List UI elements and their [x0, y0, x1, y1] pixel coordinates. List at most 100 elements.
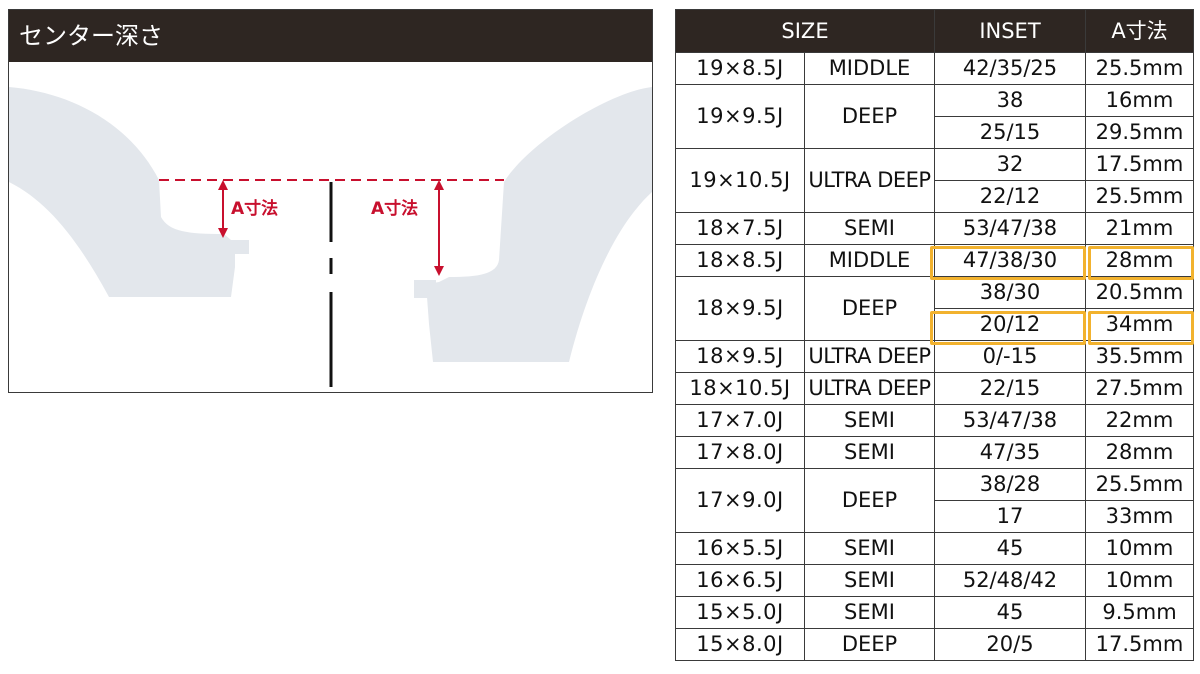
table-row: 18×8.5J MIDDLE 47/38/30 28mm — [675, 244, 1194, 277]
diagram-title: センター深さ — [9, 10, 652, 62]
size-cell: 18×7.5J — [675, 212, 805, 245]
table-row: 17×8.0J SEMI 47/35 28mm — [675, 436, 1194, 469]
a-dimension-cell: 29.5mm — [1085, 116, 1194, 149]
table-row: 17×7.0J SEMI 53/47/38 22mm — [675, 404, 1194, 437]
right-hub-flange — [414, 280, 436, 298]
size-cell: 15×8.0J — [675, 628, 805, 661]
left-wheel-profile — [9, 87, 235, 297]
table-header-row: SIZE INSET A寸法 — [675, 9, 1194, 53]
inset-cell: 53/47/38 — [934, 212, 1086, 245]
a-dimension-cell: 17.5mm — [1085, 148, 1194, 181]
inset-cell: 47/38/30 — [934, 244, 1086, 277]
inset-cell: 22/12 — [934, 180, 1086, 213]
a-dimension-cell: 16mm — [1085, 84, 1194, 117]
inset-cell: 25/15 — [934, 116, 1086, 149]
size-cell: 19×9.5J — [675, 84, 805, 149]
size-cell: 15×5.0J — [675, 596, 805, 629]
header-a-dimension: A寸法 — [1085, 9, 1194, 53]
a-dimension-cell: 28mm — [1085, 436, 1194, 469]
table-row: 15×8.0J DEEP 20/5 17.5mm — [675, 628, 1194, 661]
type-cell: DEEP — [804, 276, 935, 341]
type-cell: SEMI — [804, 404, 935, 437]
inset-cell: 38/30 — [934, 276, 1086, 309]
table-row: 15×5.0J SEMI 45 9.5mm — [675, 596, 1194, 629]
inset-cell: 0/-15 — [934, 340, 1086, 373]
wheel-spec-table: SIZE INSET A寸法 19×8.5J MIDDLE 42/35/25 2… — [675, 9, 1194, 661]
left-hub-flange — [221, 240, 249, 254]
type-cell: SEMI — [804, 212, 935, 245]
type-cell: ULTRA DEEP — [804, 340, 935, 373]
type-cell: MIDDLE — [804, 52, 935, 85]
right-dimension-arrow — [434, 180, 444, 276]
table-row: 16×5.5J SEMI 45 10mm — [675, 532, 1194, 565]
center-depth-diagram: センター深さ A寸法 A寸法 — [8, 9, 653, 393]
inset-cell: 45 — [934, 596, 1086, 629]
inset-cell: 47/35 — [934, 436, 1086, 469]
table-row: 18×9.5J DEEP 38/30 20.5mm — [675, 276, 1194, 341]
a-dimension-cell: 25.5mm — [1085, 180, 1194, 213]
inset-cell: 20/5 — [934, 628, 1086, 661]
inset-cell: 38/28 — [934, 468, 1086, 501]
size-cell: 18×10.5J — [675, 372, 805, 405]
size-cell: 16×5.5J — [675, 532, 805, 565]
a-dimension-cell: 27.5mm — [1085, 372, 1194, 405]
left-a-dimension-label: A寸法 — [231, 198, 278, 219]
type-cell: SEMI — [804, 436, 935, 469]
type-cell: SEMI — [804, 532, 935, 565]
inset-cell: 20/12 — [934, 308, 1086, 341]
inset-cell: 17 — [934, 500, 1086, 533]
size-cell: 18×8.5J — [675, 244, 805, 277]
table-row: 18×7.5J SEMI 53/47/38 21mm — [675, 212, 1194, 245]
a-dimension-cell: 17.5mm — [1085, 628, 1194, 661]
inset-cell: 45 — [934, 532, 1086, 565]
type-cell: DEEP — [804, 468, 935, 533]
table-row: 17×9.0J DEEP 38/28 25.5mm — [675, 468, 1194, 533]
a-dimension-cell: 33mm — [1085, 500, 1194, 533]
table-row: 16×6.5J SEMI 52/48/42 10mm — [675, 564, 1194, 597]
a-dimension-cell: 20.5mm — [1085, 276, 1194, 309]
table-row: 19×10.5J ULTRA DEEP 32 17.5mm — [675, 148, 1194, 213]
size-cell: 18×9.5J — [675, 340, 805, 373]
right-wheel-profile — [427, 87, 652, 362]
table-row: 17 33mm — [676, 500, 1194, 533]
table-row: 19×8.5J MIDDLE 42/35/25 25.5mm — [675, 52, 1194, 85]
size-cell: 16×6.5J — [675, 564, 805, 597]
size-cell: 17×8.0J — [675, 436, 805, 469]
type-cell: SEMI — [804, 596, 935, 629]
inset-cell: 22/15 — [934, 372, 1086, 405]
a-dimension-cell: 25.5mm — [1085, 52, 1194, 85]
table-row: 18×9.5J ULTRA DEEP 0/-15 35.5mm — [675, 340, 1194, 373]
size-cell: 17×7.0J — [675, 404, 805, 437]
header-inset: INSET — [934, 9, 1086, 53]
left-dimension-arrow — [218, 180, 228, 238]
a-dimension-cell: 35.5mm — [1085, 340, 1194, 373]
type-cell: SEMI — [804, 564, 935, 597]
header-size: SIZE — [675, 9, 935, 53]
table-row: 18×10.5J ULTRA DEEP 22/15 27.5mm — [675, 372, 1194, 405]
type-cell: ULTRA DEEP — [804, 372, 935, 405]
type-cell: ULTRA DEEP — [804, 148, 935, 213]
type-cell: MIDDLE — [804, 244, 935, 277]
size-cell: 19×10.5J — [675, 148, 805, 213]
a-dimension-cell: 22mm — [1085, 404, 1194, 437]
a-dimension-cell: 21mm — [1085, 212, 1194, 245]
size-cell: 18×9.5J — [675, 276, 805, 341]
inset-cell: 53/47/38 — [934, 404, 1086, 437]
a-dimension-cell: 10mm — [1085, 564, 1194, 597]
right-a-dimension-label: A寸法 — [371, 198, 418, 219]
inset-cell: 52/48/42 — [934, 564, 1086, 597]
type-cell: DEEP — [804, 84, 935, 149]
a-dimension-cell: 25.5mm — [1085, 468, 1194, 501]
a-dimension-cell: 9.5mm — [1085, 596, 1194, 629]
a-dimension-cell: 10mm — [1085, 532, 1194, 565]
size-cell: 19×8.5J — [675, 52, 805, 85]
inset-cell: 42/35/25 — [934, 52, 1086, 85]
inset-cell: 38 — [934, 84, 1086, 117]
size-cell: 17×9.0J — [675, 468, 805, 533]
type-cell: DEEP — [804, 628, 935, 661]
a-dimension-cell: 28mm — [1085, 244, 1194, 277]
table-row: 25/15 29.5mm — [676, 116, 1194, 149]
table-row: 19×9.5J DEEP 38 16mm — [675, 84, 1194, 149]
a-dimension-cell: 34mm — [1085, 308, 1194, 341]
inset-cell: 32 — [934, 148, 1086, 181]
